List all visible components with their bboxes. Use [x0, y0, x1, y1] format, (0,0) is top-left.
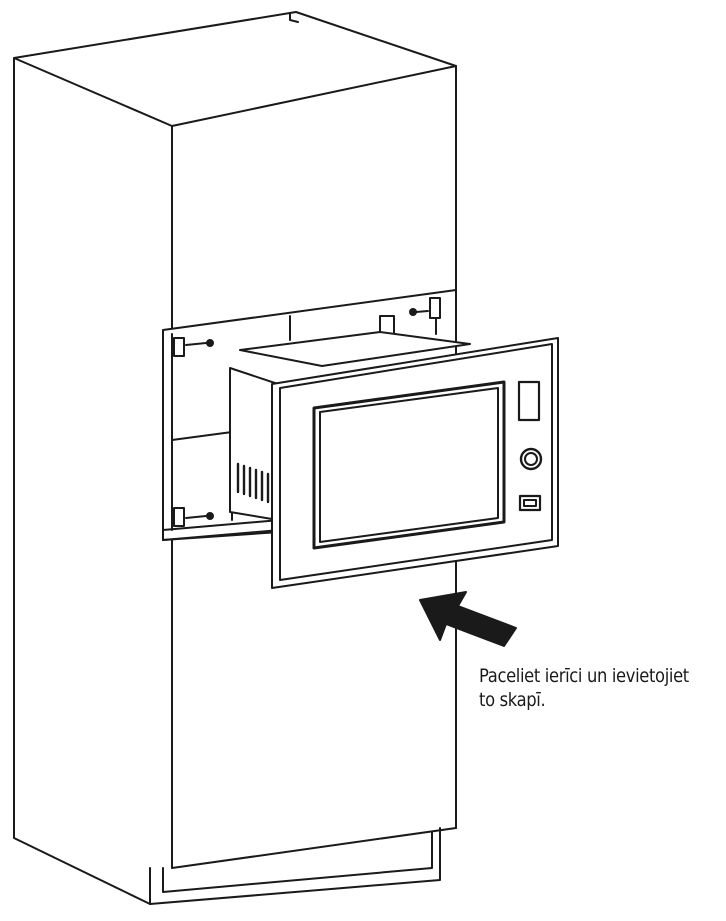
- upper-right-bracket: [379, 297, 441, 343]
- display-panel: [517, 380, 541, 422]
- microwave-window: [312, 380, 506, 550]
- side-vents: [236, 462, 270, 504]
- door-button: [518, 494, 542, 512]
- push-arrow-icon: [419, 591, 517, 647]
- instruction-caption: Paceliet ierīci un ievietojiet to skapī.: [479, 664, 689, 712]
- upper-left-bracket: [173, 337, 214, 357]
- lower-left-bracket: [173, 507, 214, 527]
- caption-line-1: Paceliet ierīci un ievietojiet: [479, 665, 689, 687]
- microwave-body: [229, 331, 471, 521]
- microwave-front-frame: [271, 337, 559, 589]
- caption-line-2: to skapī.: [479, 689, 546, 711]
- knob-icon: [519, 447, 543, 471]
